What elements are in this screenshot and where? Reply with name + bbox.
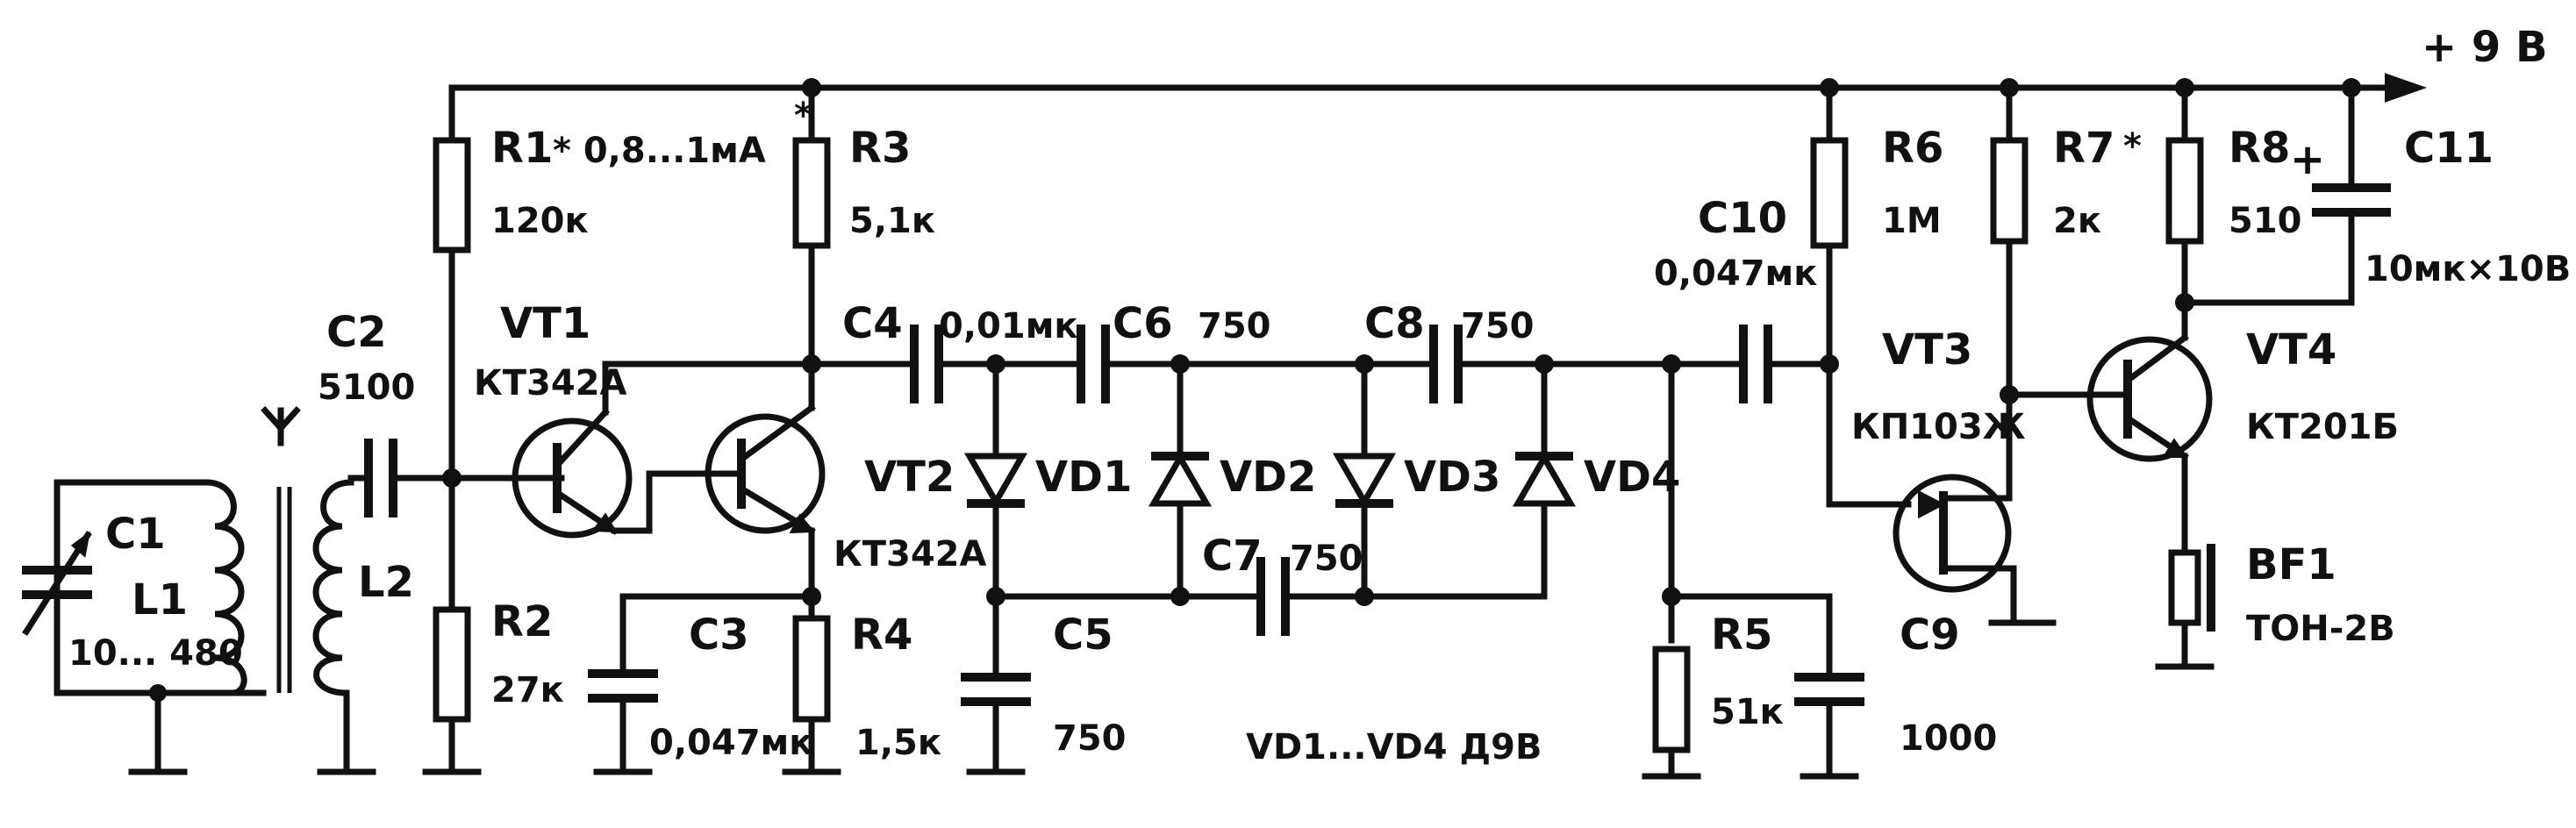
r3-ref: R3 <box>849 124 911 173</box>
vt3-ref: VT3 <box>1882 325 1972 375</box>
resistor-R3 <box>792 137 831 249</box>
antenna-icon <box>261 406 301 446</box>
capacitor-C6 <box>1077 325 1110 403</box>
capacitor-C9 <box>1794 673 1864 706</box>
vd4-ref: VD4 <box>1584 453 1680 502</box>
c1-ref: C1 <box>105 510 166 559</box>
c2-value: 5100 <box>318 368 415 408</box>
c4-ref: C4 <box>842 299 903 348</box>
r5-ref: R5 <box>1711 610 1772 660</box>
c8-value: 750 <box>1461 306 1535 346</box>
r2-value: 27к <box>491 670 564 710</box>
r1-value: 120к <box>491 201 589 241</box>
c3-ref: C3 <box>689 610 749 660</box>
supply-arrow <box>2385 73 2428 103</box>
c10-value: 0,047мк <box>1654 253 1817 294</box>
r8-value: 510 <box>2229 201 2302 241</box>
capacitor-C10 <box>1739 325 1772 403</box>
capacitor-C4 <box>910 325 943 403</box>
vt1-type: КТ342А <box>474 363 626 403</box>
c9-value: 1000 <box>1900 718 1997 759</box>
r6-value: 1М <box>1882 201 1942 241</box>
transistor-VT2 <box>705 360 826 600</box>
c5-value: 750 <box>1053 718 1127 759</box>
r8-ref: R8 <box>2229 124 2290 173</box>
bf1-type: ТОН-2В <box>2246 609 2395 649</box>
supply-label: + 9 В <box>2422 23 2548 72</box>
l2-ref: L2 <box>358 558 414 607</box>
vd1-ref: VD1 <box>1035 453 1132 502</box>
diode-VD4 <box>1512 360 1577 600</box>
c9-ref: C9 <box>1900 610 1960 660</box>
capacitor-C7 <box>1256 557 1290 636</box>
r4-ref: R4 <box>851 610 912 660</box>
l1-ref: L1 <box>132 575 188 625</box>
c7-ref: C7 <box>1202 532 1263 581</box>
vt2-type: КТ342А <box>834 534 986 575</box>
resistor-R6 <box>1810 137 1849 249</box>
c1-value: 10... 480 <box>68 633 243 674</box>
resistor-R7 <box>1990 137 2029 245</box>
capacitor-C5 <box>961 673 1031 706</box>
bf1-ref: BF1 <box>2246 540 2336 589</box>
diode-VD1 <box>963 360 1028 600</box>
c6-ref: C6 <box>1113 299 1173 348</box>
c2-ref: C2 <box>326 308 387 357</box>
resistor-R1 <box>433 137 471 253</box>
resistor-R2 <box>433 606 471 723</box>
vt1-ref: VT1 <box>500 299 590 348</box>
capacitor-C2 <box>364 439 397 518</box>
r1-note: * 0,8...1мА <box>553 131 766 171</box>
r5-value: 51к <box>1711 692 1784 732</box>
earphone-BF1 <box>2168 544 2215 632</box>
diodes-note: VD1...VD4 Д9В <box>1246 727 1542 767</box>
r7-ref: R7 <box>2053 124 2114 173</box>
r7-value: 2к <box>2053 201 2101 241</box>
r7-note: * <box>2123 126 2142 167</box>
transistor-VT3 <box>1893 391 2017 626</box>
c8-ref: C8 <box>1364 299 1425 348</box>
vt2-ref: VT2 <box>864 453 955 502</box>
c7-value: 750 <box>1290 539 1363 579</box>
capacitor-C3 <box>588 669 658 703</box>
c11-value: 10мк×10В <box>2365 249 2571 289</box>
c10-ref: C10 <box>1698 194 1787 243</box>
r3-value: 5,1к <box>849 201 935 241</box>
c6-value: 750 <box>1198 306 1271 346</box>
resistor-R8 <box>2165 137 2204 245</box>
resistor-R4 <box>792 615 831 723</box>
r1-ref: R1 <box>491 124 553 173</box>
transistor-VT4 <box>2086 299 2213 556</box>
diode-VD3 <box>1332 360 1397 600</box>
c5-ref: C5 <box>1053 610 1113 660</box>
input-tank <box>22 475 376 775</box>
vt4-ref: VT4 <box>2246 325 2336 375</box>
vt3-type: КП103Ж <box>1851 407 2026 447</box>
r6-ref: R6 <box>1882 124 1943 173</box>
inductor-L2 <box>312 479 354 696</box>
r3-note: * <box>794 96 812 136</box>
c4-value: 0,01мк <box>939 306 1078 346</box>
c11-ref: C11 <box>2404 124 2494 173</box>
capacitor-C11 <box>2312 183 2391 217</box>
resistor-R5 <box>1652 646 1691 753</box>
vd3-ref: VD3 <box>1404 453 1500 502</box>
r4-value: 1,5к <box>855 723 941 763</box>
inductor-L1 <box>203 479 247 696</box>
vt4-type: КТ201Б <box>2246 407 2399 447</box>
vd2-ref: VD2 <box>1220 453 1316 502</box>
transistor-VT1 <box>512 360 633 539</box>
capacitor-C1 <box>22 531 92 636</box>
capacitor-C8 <box>1429 325 1463 403</box>
c3-value: 0,047мк <box>649 723 812 763</box>
r2-ref: R2 <box>491 597 553 646</box>
c11-polarity: + <box>2290 135 2325 184</box>
diode-VD2 <box>1148 360 1213 600</box>
